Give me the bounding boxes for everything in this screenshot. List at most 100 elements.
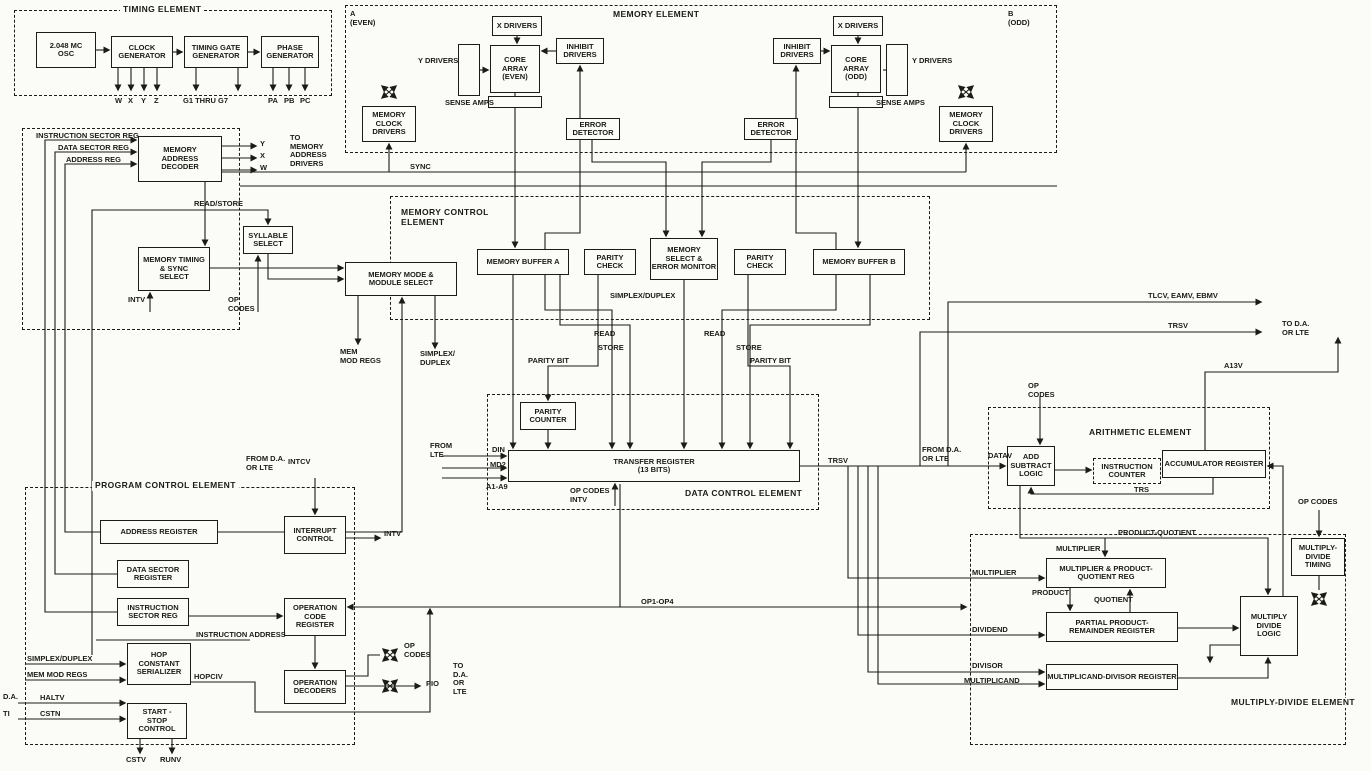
- title-memory-element: MEMORY ELEMENT: [610, 9, 703, 20]
- wire: [792, 64, 837, 249]
- title-multiply-divide-element: MULTIPLY-DIVIDE ELEMENT: [1228, 697, 1358, 708]
- signal-hopciv: HOPCIV: [194, 672, 223, 681]
- cross-arrows-icon: [957, 85, 975, 99]
- signal-mem-mod-regs: MEM MOD REGS: [27, 670, 88, 679]
- memory-select-error-monitor: MEMORY SELECT & ERROR MONITOR: [650, 238, 718, 280]
- sense-amps-even-box: [488, 96, 542, 108]
- signal-pa: PA: [268, 96, 278, 105]
- wire: [191, 607, 434, 713]
- multiply-divide-logic: MULTIPLY DIVIDE LOGIC: [1240, 596, 1298, 656]
- signal-trs: TRS: [1134, 485, 1149, 494]
- parity-check-b: PARITY CHECK: [734, 249, 786, 275]
- wire: [91, 209, 272, 655]
- instruction-sector-reg: INSTRUCTION SECTOR REG: [117, 598, 189, 626]
- signal-divisor: DIVISOR: [972, 661, 1003, 670]
- signal-y-drivers: Y DRIVERS: [912, 56, 953, 65]
- signal-w: W: [260, 163, 268, 172]
- wire: [746, 275, 871, 450]
- wire: [267, 254, 345, 283]
- arithmetic-element-boundary: [988, 407, 1270, 509]
- cross-arrows-icon: [380, 85, 398, 99]
- signal-mem-mod-regs: MEM MOD REGS: [340, 347, 381, 365]
- signal-ti: TI: [3, 709, 10, 718]
- signal-read: READ: [594, 329, 616, 338]
- signal-trsv: TRSV: [1168, 321, 1189, 330]
- signal-b-odd: B (ODD): [1008, 9, 1030, 27]
- wire: [698, 140, 772, 238]
- signal-cstv: CSTV: [126, 755, 147, 764]
- signal-multiplier: MULTIPLIER: [1056, 544, 1101, 553]
- parity-counter: PARITY COUNTER: [520, 402, 576, 430]
- multiplicand-divisor-register: MULTIPLICAND-DIVISOR REGISTER: [1046, 664, 1178, 690]
- signal-to-memory-address-drivers: TO MEMORY ADDRESS DRIVERS: [290, 133, 327, 168]
- signal-multiplicand: MULTIPLICAND: [964, 676, 1020, 685]
- signal-cstn: CSTN: [40, 709, 61, 718]
- wire: [718, 275, 837, 450]
- memory-clock-drivers-even: MEMORY CLOCK DRIVERS: [362, 106, 416, 142]
- wire: [1019, 486, 1272, 596]
- signal-md2: MD2: [490, 460, 506, 469]
- signal-to-d-a-or-lte: TO D.A. OR LTE: [1282, 319, 1310, 337]
- wire: [54, 148, 138, 575]
- signal-z: Z: [154, 96, 159, 105]
- signal-simplex-duplex: SIMPLEX/DUPLEX: [610, 291, 676, 300]
- hop-constant-serializer: HOP CONSTANT SERIALIZER: [127, 643, 191, 685]
- transfer-register: TRANSFER REGISTER (13 BITS): [508, 450, 800, 482]
- instruction-counter: INSTRUCTION COUNTER: [1093, 458, 1161, 484]
- signal-store: STORE: [598, 343, 624, 352]
- signal-op-codes: OP CODES: [228, 295, 255, 313]
- memory-address-decoder: MEMORY ADDRESS DECODER: [138, 136, 222, 182]
- signal-simplex-duplex: SIMPLEX/ DUPLEX: [420, 349, 456, 367]
- signal-parity-bit: PARITY BIT: [528, 356, 569, 365]
- x-drivers-even: X DRIVERS: [492, 16, 542, 36]
- memory-buffer-a: MEMORY BUFFER A: [477, 249, 569, 275]
- memory-mode-module-select: MEMORY MODE & MODULE SELECT: [345, 262, 457, 296]
- wire: [1178, 656, 1272, 679]
- memory-element-boundary: [345, 5, 1057, 153]
- wire: [619, 484, 968, 611]
- sense-amps-odd-box: [829, 96, 883, 108]
- wire: [1204, 336, 1342, 450]
- signal-product: PRODUCT: [1032, 588, 1070, 597]
- signal-haltv: HALTV: [40, 693, 65, 702]
- oscillator: 2.048 MC OSC: [36, 32, 96, 68]
- signal-d-a: D.A.: [3, 692, 18, 701]
- wire: [919, 328, 1263, 466]
- signal-to-d-a-or-lte: TO D.A. OR LTE: [453, 661, 468, 696]
- wire: [544, 64, 584, 249]
- wire: [218, 296, 406, 533]
- x-drivers-odd: X DRIVERS: [833, 16, 883, 36]
- operation-decoders: OPERATION DECODERS: [284, 670, 346, 704]
- title-data-control-element: DATA CONTROL ELEMENT: [682, 488, 806, 499]
- signal-runv: RUNV: [160, 755, 182, 764]
- signal-data-sector-reg: DATA SECTOR REG: [58, 143, 129, 152]
- signal-g1-thru-g7: G1 THRU G7: [183, 96, 229, 105]
- signal-dividend: DIVIDEND: [972, 625, 1008, 634]
- signal-op-codes: OP CODES: [404, 641, 431, 659]
- parity-check-a: PARITY CHECK: [584, 249, 636, 275]
- signal-op-codes-intv: OP CODES INTV: [570, 486, 610, 504]
- data-control-element-boundary: [487, 394, 819, 510]
- error-detector-odd: ERROR DETECTOR: [744, 118, 798, 140]
- wire: [1027, 478, 1214, 495]
- operation-code-register: OPERATION CODE REGISTER: [284, 598, 346, 636]
- error-detector-even: ERROR DETECTOR: [566, 118, 620, 140]
- wire: [747, 275, 794, 450]
- wire: [591, 140, 670, 238]
- title-program-control-element: PROGRAM CONTROL ELEMENT: [92, 480, 239, 491]
- phase-generator: PHASE GENERATOR: [261, 36, 319, 68]
- wire: [346, 654, 380, 677]
- signal-din: DIN: [492, 445, 505, 454]
- wire: [847, 466, 1046, 582]
- signal-sync: SYNC: [410, 162, 431, 171]
- address-register: ADDRESS REGISTER: [100, 520, 218, 544]
- signal-product-quotient: PRODUCT-QUOTIENT: [1118, 528, 1196, 537]
- signal-datav: DATAV: [988, 451, 1013, 460]
- signal-pb: PB: [284, 96, 295, 105]
- signal-x: X: [128, 96, 134, 105]
- syllable-select: SYLLABLE SELECT: [243, 226, 293, 254]
- y-drivers-odd-box: [886, 44, 908, 96]
- signal-multiplier: MULTIPLIER: [972, 568, 1017, 577]
